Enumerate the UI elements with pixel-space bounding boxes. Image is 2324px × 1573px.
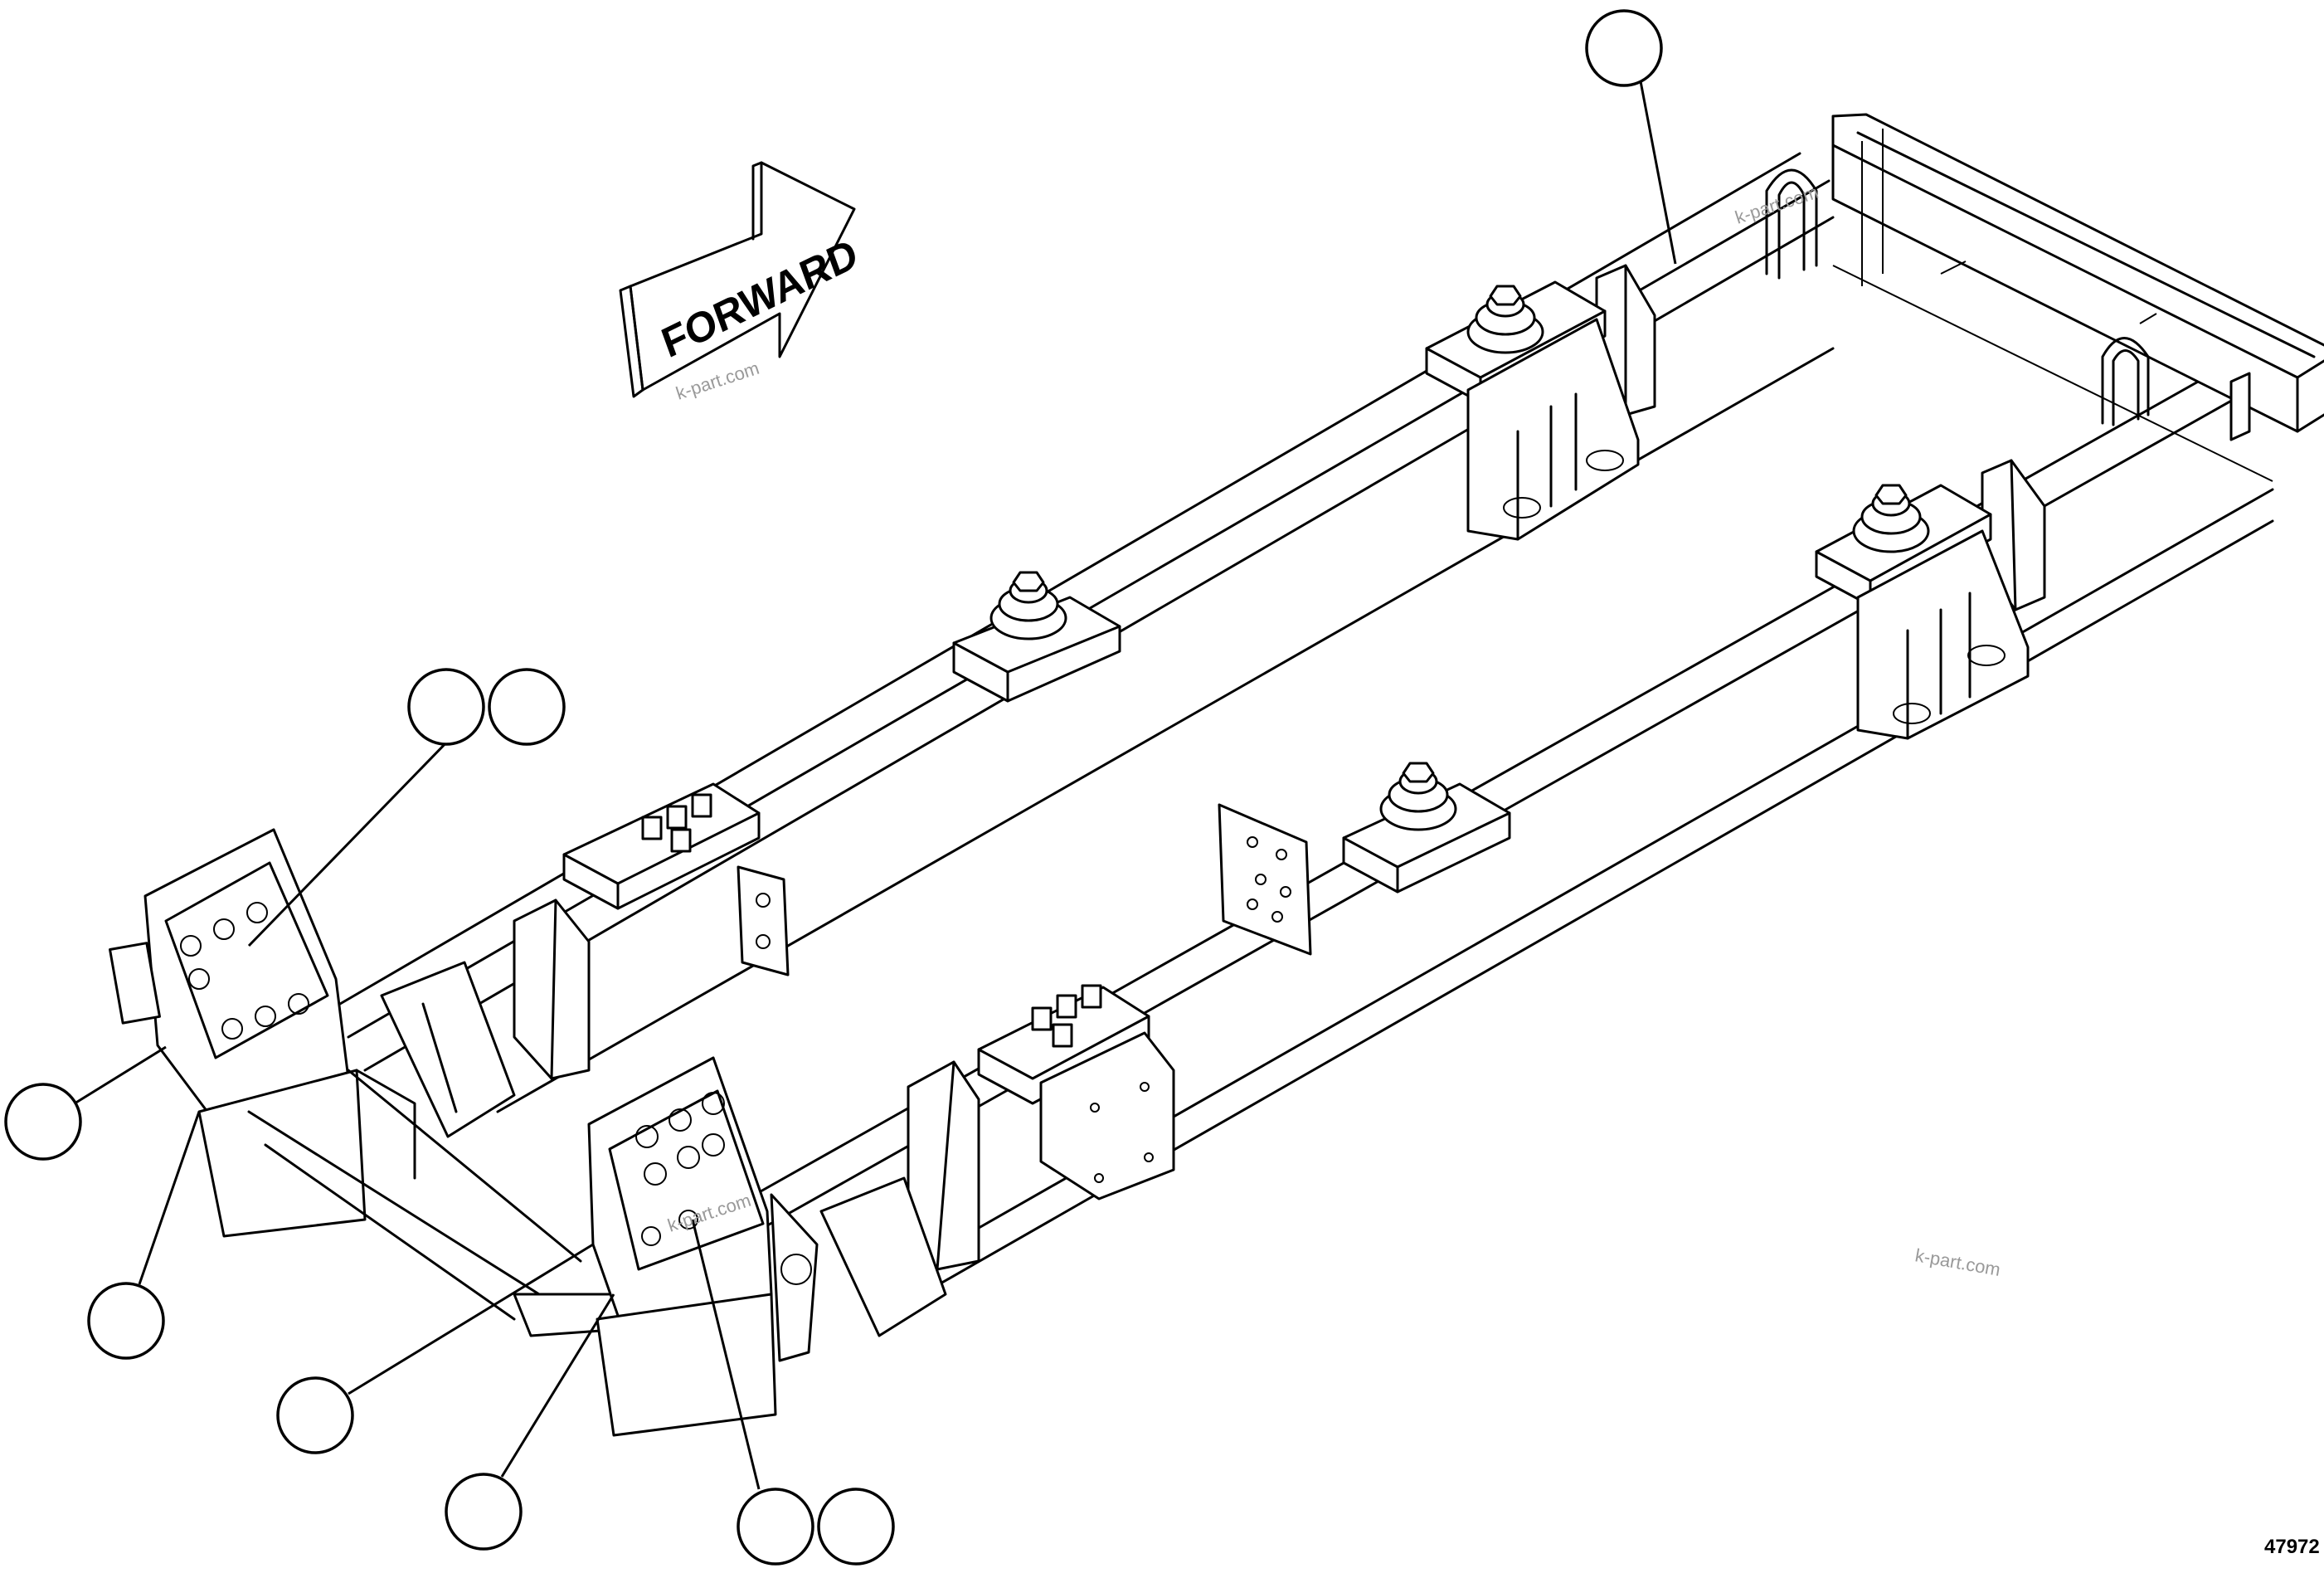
callout-left bbox=[4, 1045, 167, 1161]
mounting-bracket bbox=[2229, 372, 2251, 441]
side-bracket bbox=[737, 865, 790, 976]
u-bolt bbox=[1765, 168, 1818, 280]
callout-top-right bbox=[1585, 9, 1677, 265]
rubber-mount bbox=[1815, 484, 2030, 740]
bolted-block bbox=[977, 984, 1150, 1105]
rear-crossmember bbox=[1831, 113, 2324, 482]
watermark: k-part.com bbox=[1913, 1244, 2002, 1280]
callout-lower-left bbox=[87, 1111, 201, 1360]
rear-rod bbox=[1940, 261, 1967, 275]
front-hanger-right bbox=[587, 1056, 947, 1437]
u-bolt bbox=[2101, 337, 2150, 426]
callout-bottom-pair bbox=[691, 1219, 895, 1566]
rubber-mount bbox=[952, 571, 1121, 703]
callout-bottom-left-mid bbox=[276, 1243, 594, 1454]
figure-number: 47972 bbox=[2264, 1536, 2320, 1558]
rear-rod bbox=[2139, 313, 2157, 324]
watermark: k-part.com bbox=[1733, 182, 1821, 228]
front-hanger-left bbox=[109, 828, 516, 1238]
bolted-block bbox=[562, 782, 761, 910]
mounting-plate bbox=[1218, 803, 1312, 956]
callout-bottom-mid bbox=[445, 1293, 615, 1551]
rubber-mount bbox=[1425, 280, 1640, 541]
bolted-block bbox=[1039, 1031, 1175, 1200]
rubber-mount bbox=[1342, 762, 1511, 894]
rail-clamp bbox=[513, 899, 591, 1080]
callout-left-pair bbox=[247, 668, 566, 947]
